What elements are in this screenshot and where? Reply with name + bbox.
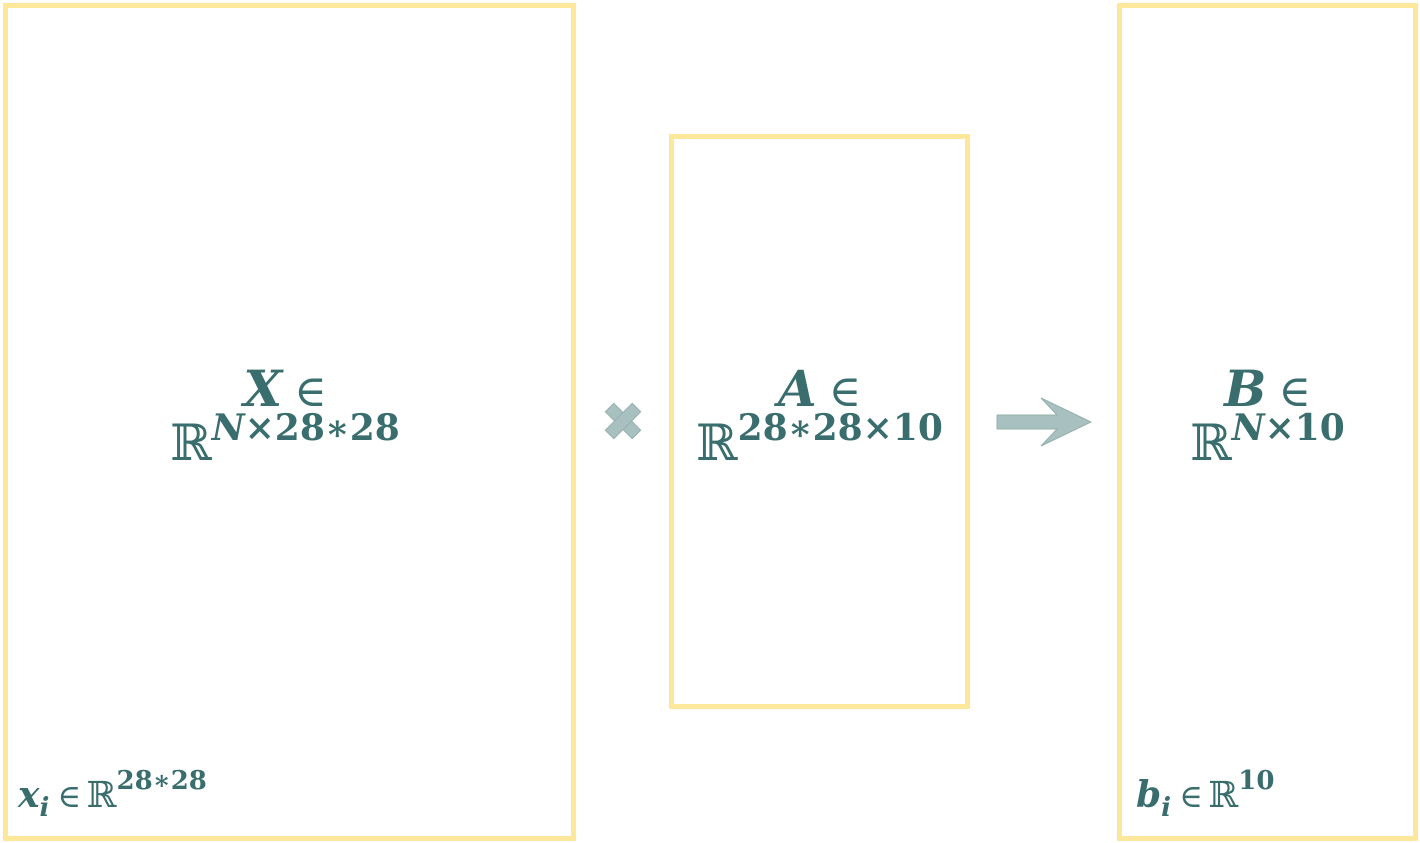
matrix-x-dims: ×28∗28 [244,407,400,450]
matrix-a-formula: A∈ ℝ28∗28×10 [669,364,970,469]
reals-symbol: ℝ [86,775,117,816]
element-of-symbol: ∈ [57,777,82,815]
row-x-formula: xi∈ ℝ28∗28 [18,768,207,821]
row-b-symbol: b [1136,774,1162,816]
element-of-symbol: ∈ [828,366,862,417]
matrix-b-formula: B∈ ℝN×10 [1117,364,1418,469]
row-b-formula: bi∈ ℝ10 [1136,768,1274,821]
row-b-dims: 10 [1238,765,1275,796]
row-x-dims: 28∗28 [116,765,207,796]
matrix-b-dims: ×10 [1264,407,1345,450]
reals-symbol: ℝ [696,414,738,472]
reals-symbol: ℝ [170,414,212,472]
reals-symbol: ℝ [1208,775,1239,816]
element-of-symbol: ∈ [1278,366,1311,417]
arrow-right-icon [996,397,1093,447]
element-of-symbol: ∈ [1179,777,1203,815]
matrix-b-dim-var: N [1231,407,1265,450]
reals-symbol: ℝ [1190,414,1232,472]
matrix-x-box [3,3,576,841]
row-x-symbol: x [18,774,40,816]
matrix-a-box [669,134,970,709]
matrix-x-formula: X∈ ℝN×28∗28 [100,364,470,469]
matrix-a-symbol: A [777,359,817,418]
matrix-b-symbol: B [1224,359,1267,418]
matrix-b-box [1117,3,1418,841]
row-b-index: i [1161,793,1172,824]
matrix-x-dim-var: N [211,407,245,450]
times-icon [604,402,642,440]
row-x-index: i [39,793,50,824]
element-of-symbol: ∈ [294,366,327,417]
matrix-x-symbol: X [243,359,283,418]
matrix-a-dims: 28∗28×10 [737,407,943,450]
